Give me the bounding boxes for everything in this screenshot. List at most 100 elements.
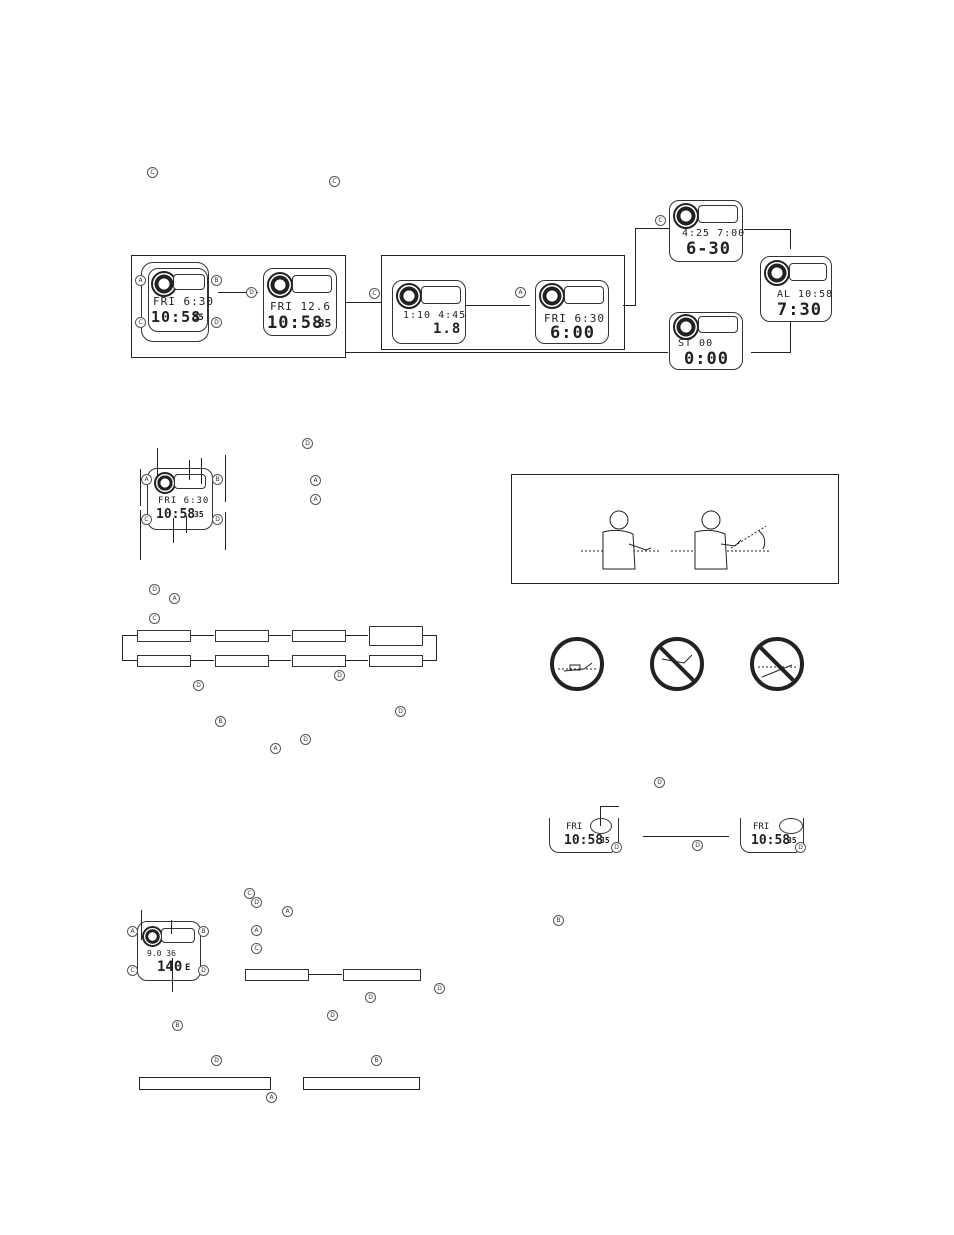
button-b-label: B [211,275,222,286]
setting-step-box [137,630,191,642]
date-row1: FRI 12.6 [270,300,331,313]
stopwatch-row2: 0:00 [684,349,729,369]
compass-step-box [343,969,421,981]
compass-direction: E [185,963,191,973]
light-left-row2: 10:58 [564,833,604,848]
watch-alarm: AL 10:58 7:30 [760,256,832,322]
correct-angle-icon [550,637,604,691]
button-a-label: A [127,926,138,937]
button-d-ref: D [246,287,257,298]
button-a-ref: A [515,287,526,298]
viewing-angle-figure-frame [511,474,839,584]
moon-tide-group-frame [381,255,625,350]
watch-timekeeping: FRI 6:30 10:58 35 [148,268,213,332]
compass-row2: 140 [157,959,183,975]
button-d-label: D [795,842,806,853]
compass-watch-outline [137,921,201,981]
parts-watch-outline [147,468,213,530]
button-c-ref: C [329,176,340,187]
wrong-angle-icon [650,637,704,691]
button-d-ref: D [193,680,204,691]
timekeeping-row1: FRI 6:30 [153,295,214,308]
button-d-ref: D [434,983,445,994]
date-seconds: 35 [318,317,332,330]
button-d-ref: D [395,706,406,717]
button-d-ref: D [654,777,665,788]
light-watch-left: FRI 10:58 35 [549,818,619,853]
button-d-label: D [611,842,622,853]
button-c-ref: C [244,888,255,899]
tide-row1: FRI 6:30 [544,312,605,325]
button-b-ref: B [172,1020,183,1031]
wrong-angle-icon [750,637,804,691]
button-d-ref: D [365,992,376,1003]
alarm-row2: 7:30 [777,300,822,320]
world-row2: 6-30 [686,239,731,259]
button-c-ref: C [149,613,160,624]
alarm-row1: AL 10:58 [777,289,834,300]
watch-case-outline [141,262,209,342]
button-d-ref: D [211,1055,222,1066]
button-d-ref: D [334,670,345,681]
setting-step-box [369,626,423,646]
light-watch-right: FRI 10:58 35 [740,818,804,853]
button-b-label: B [198,926,209,937]
light-left-row1: FRI [566,822,583,832]
watch-world-time: 4:25 7:00 6-30 [669,200,746,262]
setting-step-box [215,655,269,667]
button-d-label: D [211,317,222,328]
button-c-ref: C [369,288,380,299]
tide-row2: 6:00 [550,323,595,343]
button-b-ref: B [371,1055,382,1066]
light-left-seconds: 35 [600,836,610,845]
light-led-icon [590,818,612,834]
button-d-ref: D [300,734,311,745]
button-c-label: C [127,965,138,976]
watch-date: FRI 12.6 10:58 35 [263,268,337,336]
button-c-ref: C [655,215,666,226]
button-d-ref: D [692,840,703,851]
watch-compass-display: 9.0 36 140 E [141,923,197,977]
button-b-ref: B [553,915,564,926]
viewing-angle-illustration [581,510,771,570]
light-right-row1: FRI [753,822,770,832]
parts-seconds: 35 [194,510,204,519]
compass-step-box [245,969,309,981]
button-a-ref: A [270,743,281,754]
timekeeping-row2: 10:58 [151,308,202,326]
button-a-label: A [135,275,146,286]
button-a-ref: A [266,1092,277,1103]
button-c-ref: C [251,943,262,954]
timekeeping-seconds: 35 [193,313,204,323]
moon-row2: 1.8 [433,321,462,337]
button-c-label: C [135,317,146,328]
watch-moon: 1:10 4:45 1.8 [392,280,466,344]
world-row1: 4:25 7:00 [682,228,746,239]
button-b-label: B [212,474,223,485]
setting-step-box [292,630,346,642]
button-d-ref: D [327,1010,338,1021]
setting-step-box [292,655,346,667]
button-d-label: D [198,965,209,976]
button-b-ref: B [215,716,226,727]
setting-step-box [137,655,191,667]
button-c-ref: C [147,167,158,178]
watch-tide: FRI 6:30 6:00 [535,280,609,344]
watch-stopwatch: ST 00 0:00 [669,312,743,370]
compass-row1: 9.0 36 [147,949,176,958]
setting-step-box [215,630,269,642]
setting-step-box [369,655,423,667]
button-a-label: A [141,474,152,485]
button-c-label: C [141,514,152,525]
button-d-label: D [212,514,223,525]
button-d-ref: D [149,584,160,595]
date-row2: 10:58 [267,313,324,333]
moon-row1: 1:10 4:45 [403,310,467,321]
button-a-ref: A [282,906,293,917]
button-a-ref: A [251,925,262,936]
light-right-row2: 10:58 [751,833,791,848]
button-a-ref: A [310,475,321,486]
parts-row1: FRI 6:30 [158,496,210,506]
light-on-icon [779,818,803,834]
light-right-seconds: 35 [787,836,797,845]
